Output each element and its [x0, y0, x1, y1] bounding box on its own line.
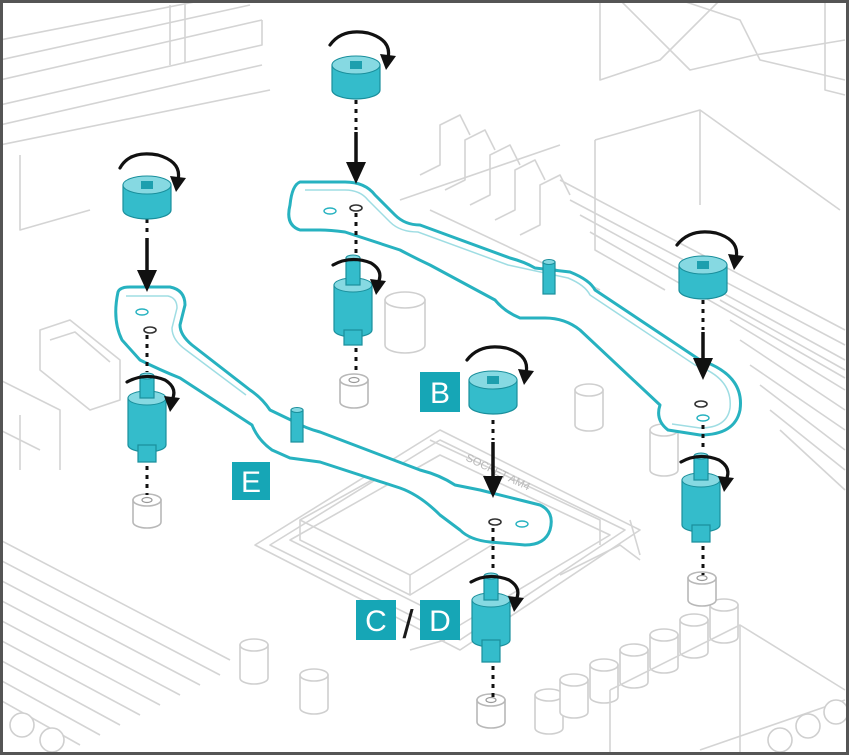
thumbscrew-icon: [127, 372, 167, 463]
thumbscrew-icon: [333, 254, 373, 346]
io-shroud: [594, 0, 846, 291]
rotate-clockwise-icon: [118, 152, 186, 192]
rotate-clockwise-icon: [679, 454, 734, 492]
down-arrow-icon: [346, 132, 366, 184]
label-e-text: E: [241, 466, 261, 499]
rotate-clockwise-icon: [465, 345, 534, 385]
standoff-icon: [132, 493, 162, 529]
thumbscrew-icon: [122, 175, 172, 220]
down-arrow-icon: [693, 332, 713, 380]
rotate-clockwise-icon: [328, 30, 396, 70]
pcie-slots: [0, 0, 271, 231]
rotate-clockwise-icon: [469, 574, 524, 612]
label-d: D: [420, 600, 460, 640]
mounting-bracket-lower: [114, 285, 553, 547]
standoff-icon: [339, 373, 369, 409]
rear-heatsink: [609, 624, 849, 755]
label-c: C: [356, 600, 396, 640]
standoff-icon: [476, 693, 506, 729]
thumbscrew-icon: [471, 572, 511, 663]
rotate-clockwise-icon: [125, 374, 180, 412]
rotation-arrows: [118, 30, 744, 612]
rotate-clockwise-icon: [675, 230, 744, 270]
label-separator: /: [402, 603, 414, 647]
down-arrow-icon: [137, 238, 157, 292]
standoffs: [132, 373, 717, 729]
label-e: E: [232, 462, 270, 500]
label-b-text: B: [430, 377, 450, 410]
standoff-icon: [687, 571, 717, 607]
down-arrow-icon: [483, 442, 503, 498]
upper-screws: [122, 55, 728, 415]
thumbscrew-icon: [678, 255, 728, 300]
thumbscrew-icon: [331, 55, 381, 100]
thumbscrew-icon: [468, 370, 518, 415]
label-c-text: C: [365, 605, 387, 638]
lower-screws: [127, 254, 721, 663]
thumbscrew-icon: [681, 452, 721, 543]
rotate-clockwise-icon: [331, 257, 386, 295]
mounting-bracket-upper: [287, 180, 742, 437]
label-d-text: D: [429, 605, 451, 638]
capacitors: [239, 291, 739, 735]
lower-left-traces: [0, 539, 231, 753]
left-connector: [0, 319, 121, 470]
label-b: B: [420, 372, 460, 412]
